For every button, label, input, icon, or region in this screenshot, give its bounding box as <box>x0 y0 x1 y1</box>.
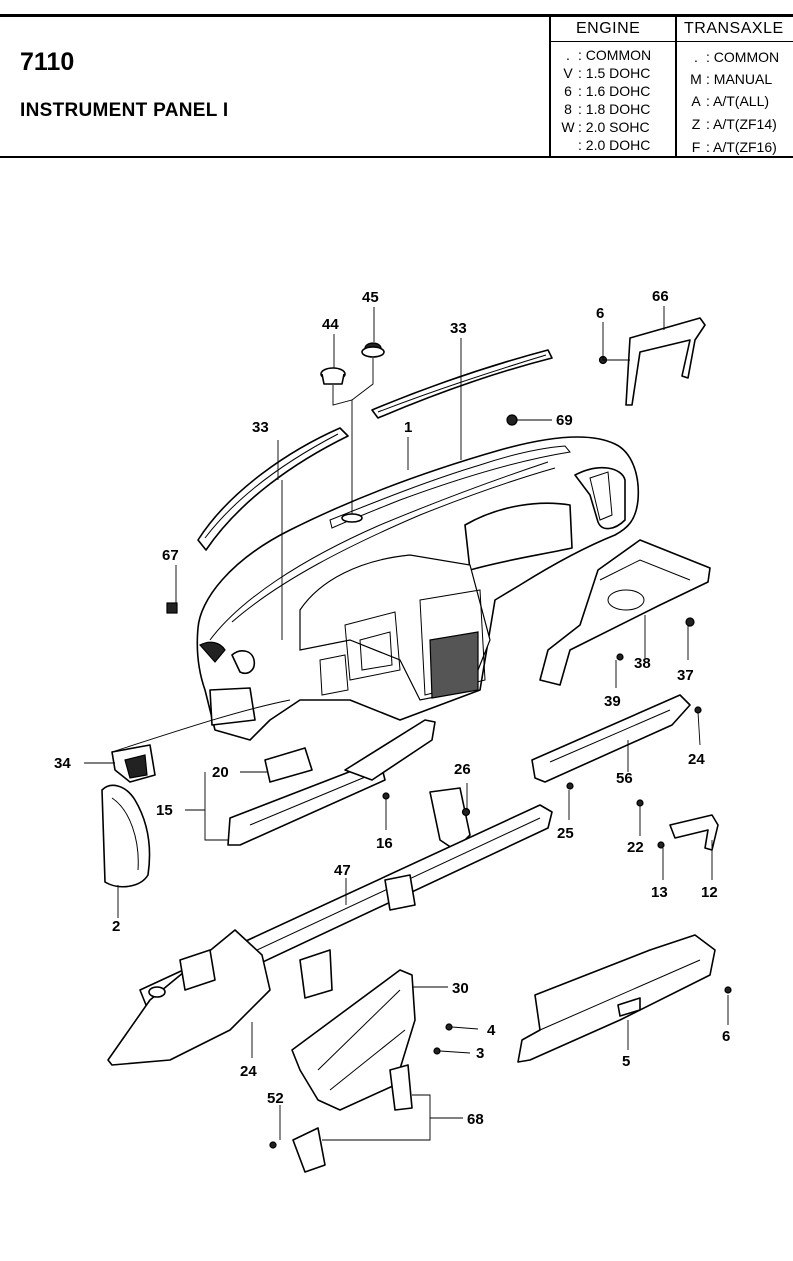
glovebox-housing-part <box>539 539 711 686</box>
leader-lines <box>84 306 729 1141</box>
callout-22: 22 <box>627 839 644 856</box>
lower-cover-part <box>227 719 436 846</box>
callout-15: 15 <box>156 802 173 819</box>
callout-68: 68 <box>467 1111 484 1128</box>
sensor-grommet-part <box>361 342 385 358</box>
section-title: INSTRUMENT PANEL I <box>20 100 229 121</box>
small-bracket-part <box>636 799 719 851</box>
lower-bracket-part <box>269 1064 413 1173</box>
upper-bracket-part <box>598 317 706 406</box>
callout-24: 24 <box>688 751 705 768</box>
engine-row: .: COMMON <box>566 47 652 63</box>
callout-47: 47 <box>334 862 351 879</box>
callout-33: 33 <box>252 419 269 436</box>
center-bracket-part <box>429 787 471 851</box>
callout-44: 44 <box>322 316 339 333</box>
defroster-grille-left-part <box>197 427 349 551</box>
callout-6: 6 <box>596 305 604 322</box>
engine-row: 8: 1.8 DOHC <box>564 101 651 117</box>
side-cover-part <box>101 784 151 888</box>
callout-24: 24 <box>240 1063 257 1080</box>
callout-30: 30 <box>452 980 469 997</box>
header-top-rule <box>0 14 793 17</box>
dashboard-panel-part <box>196 436 640 741</box>
callout-25: 25 <box>557 825 574 842</box>
table-divider-middle <box>675 17 677 157</box>
engine-heading: ENGINE <box>576 20 641 37</box>
callout-26: 26 <box>454 761 471 778</box>
table-divider-left <box>549 17 551 157</box>
callout-69: 69 <box>556 412 573 429</box>
side-vent-part <box>111 744 156 783</box>
callout-33: 33 <box>450 320 467 337</box>
defroster-grille-center-part <box>371 349 553 419</box>
callout-66: 66 <box>652 288 669 305</box>
callout-56: 56 <box>616 770 633 787</box>
glove-box-part <box>517 934 732 1063</box>
engine-row: 6: 1.6 DOHC <box>564 83 651 99</box>
callout-34: 34 <box>54 755 71 772</box>
section-code: 7110 <box>20 48 75 76</box>
clip-67-part <box>166 602 178 614</box>
sensor-cap-part <box>320 367 346 385</box>
header-bottom-rule <box>0 156 793 158</box>
cross-member-part <box>107 804 553 1066</box>
callout-2: 2 <box>112 918 120 935</box>
engine-row: W: 2.0 SOHC <box>561 119 650 135</box>
transaxle-row: .: COMMON <box>694 49 780 65</box>
clip-69-part <box>506 414 518 426</box>
callout-20: 20 <box>212 764 229 781</box>
callout-12: 12 <box>701 884 718 901</box>
callout-39: 39 <box>604 693 621 710</box>
transaxle-row: M: MANUAL <box>690 71 773 87</box>
transaxle-row: F: A/T(ZF16) <box>691 139 777 155</box>
callout-5: 5 <box>622 1053 630 1070</box>
callout-52: 52 <box>267 1090 284 1107</box>
callout-37: 37 <box>677 667 694 684</box>
transaxle-row: Z: A/T(ZF14) <box>691 116 777 132</box>
engine-row: V: 1.5 DOHC <box>563 65 651 81</box>
transaxle-heading: TRANSAXLE <box>684 20 784 37</box>
callout-67: 67 <box>162 547 179 564</box>
callout-4: 4 <box>487 1022 496 1039</box>
callout-45: 45 <box>362 289 379 306</box>
callout-16: 16 <box>376 835 393 852</box>
table-heading-rule <box>551 41 793 42</box>
engine-row: : 2.0 DOHC <box>578 137 651 153</box>
callout-labels: 45 44 33 66 6 69 33 1 67 38 37 39 24 56 … <box>54 288 730 1128</box>
callout-13: 13 <box>651 884 668 901</box>
transaxle-row: A: A/T(ALL) <box>691 93 770 109</box>
callout-6: 6 <box>722 1028 730 1045</box>
callout-38: 38 <box>634 655 651 672</box>
callout-1: 1 <box>404 419 412 436</box>
reinforcement-bar-part <box>531 694 702 790</box>
callout-3: 3 <box>476 1045 484 1062</box>
